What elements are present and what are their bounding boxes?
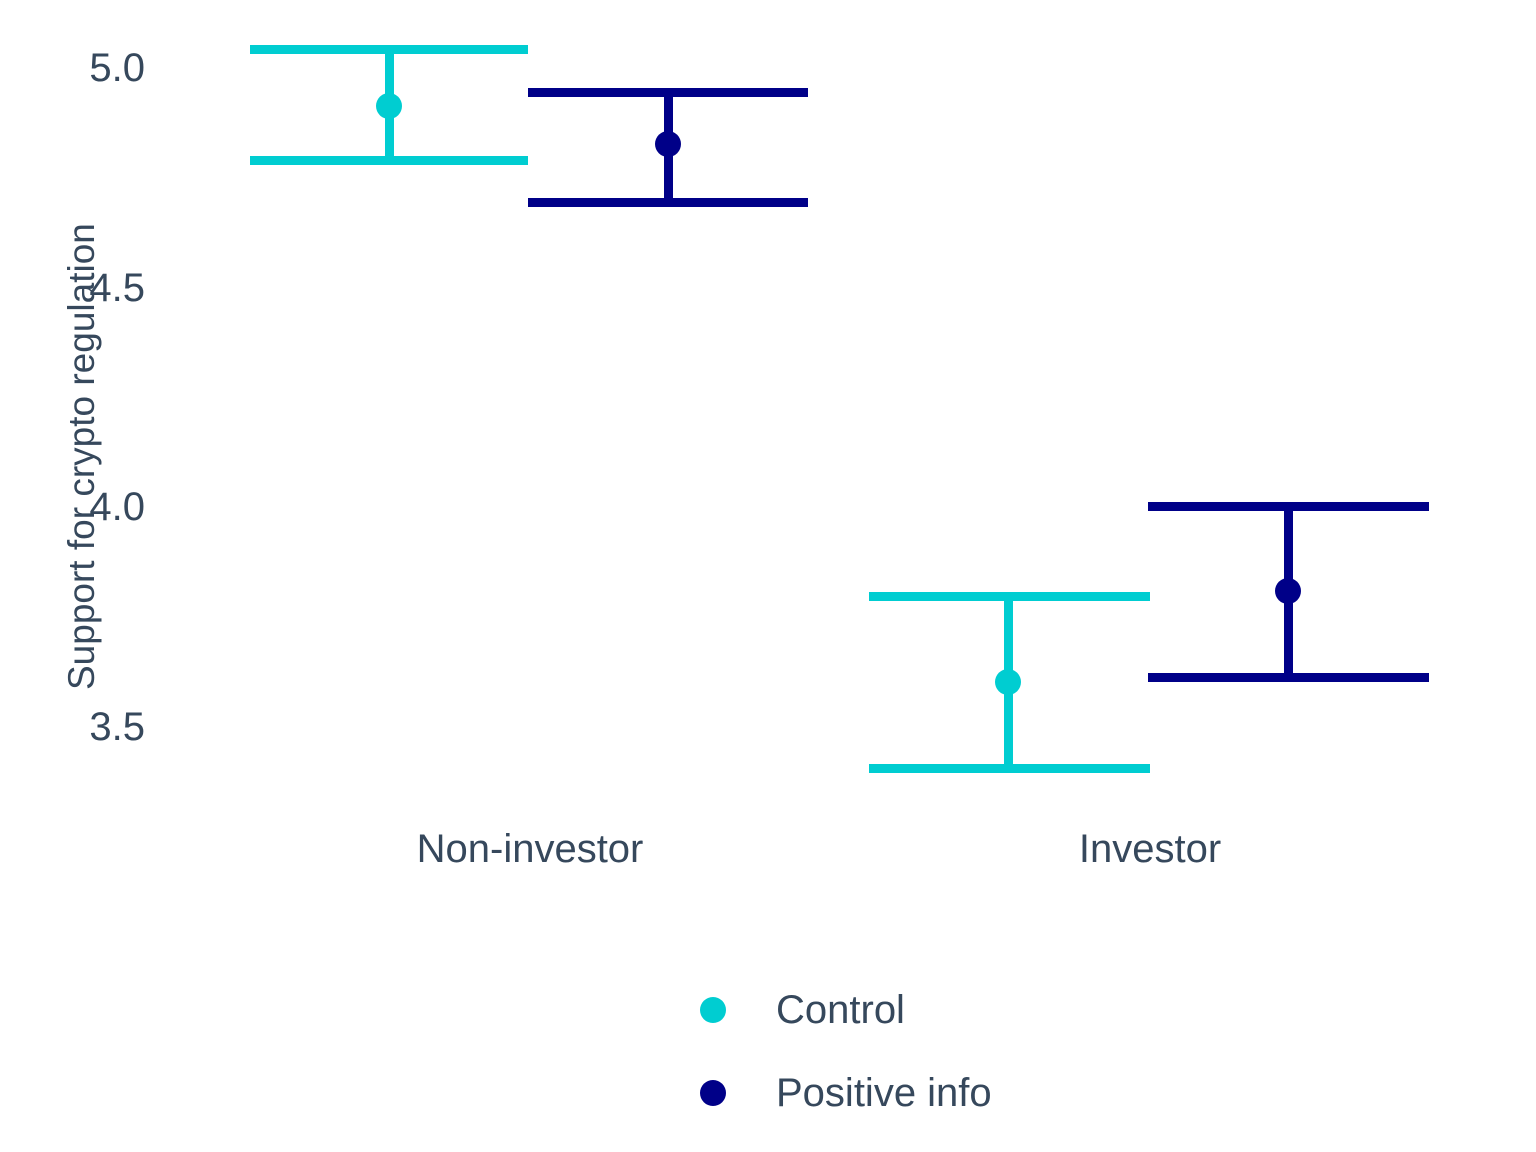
data-point-non-investor-positive-info[interactable]	[655, 131, 681, 157]
data-point-non-investor-control[interactable]	[376, 93, 402, 119]
x-tick-label-investor: Investor	[1078, 827, 1222, 871]
legend-label-control: Control	[776, 987, 905, 1032]
legend-label-positive-info: Positive info	[776, 1070, 992, 1115]
y-axis-tick-labels: 5.0 4.5 4.0 3.5	[0, 0, 145, 1152]
errorbar-cap-lower	[528, 198, 808, 207]
y-tick-label-5-0: 5.0	[89, 46, 145, 90]
point-marker-icon	[700, 996, 726, 1023]
data-point-investor-positive-info[interactable]	[1275, 578, 1301, 604]
errorbar-cap-lower	[250, 156, 528, 165]
errorbar-cap-lower	[1148, 673, 1429, 682]
data-point-investor-control[interactable]	[995, 669, 1021, 695]
legend-item-positive-info[interactable]: Positive info	[700, 1051, 1120, 1134]
y-tick-label-3-5: 3.5	[89, 705, 145, 749]
y-tick-label-4-5: 4.5	[89, 266, 145, 310]
errorbar-cap-lower	[869, 764, 1150, 773]
x-tick-label-non-investor: Non-investor	[416, 827, 644, 871]
y-tick-label-4-0: 4.0	[89, 485, 145, 529]
legend-item-control[interactable]: Control	[700, 968, 1120, 1051]
point-marker-icon	[700, 1079, 726, 1106]
legend: Control Positive info	[700, 968, 1120, 1134]
